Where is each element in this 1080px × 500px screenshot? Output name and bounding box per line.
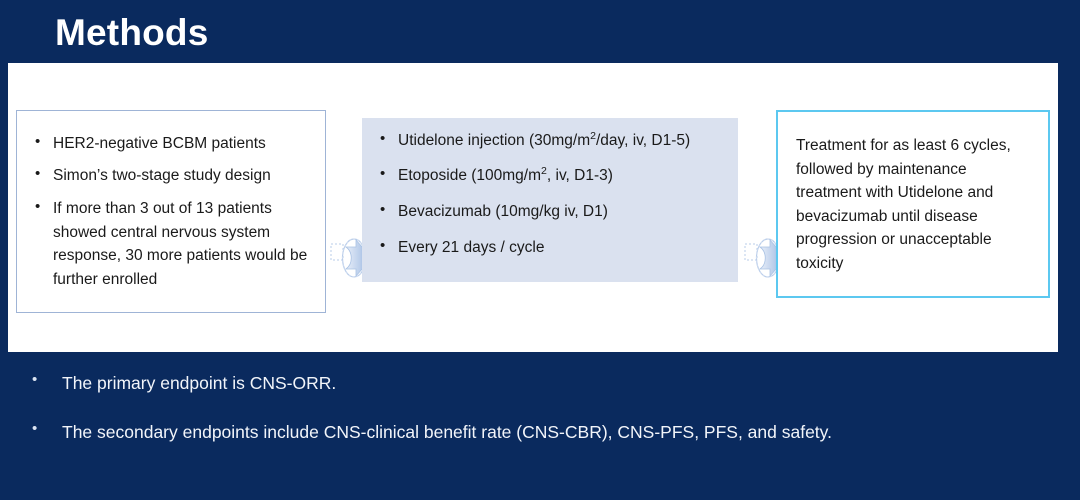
page-title: Methods [55,12,209,53]
list-item: Every 21 days / cycle [376,235,728,260]
eligibility-bullet-list: HER2-negative BCBM patients Simon’s two-… [31,131,311,291]
list-item: Simon’s two-stage study design [31,163,311,188]
list-item: The primary endpoint is CNS-ORR. [0,370,1080,395]
regimen-text-pre: Etoposide (100mg/m [398,167,542,185]
flow-box-regimen: Utidelone injection (30mg/m2/day, iv, D1… [362,118,738,282]
regimen-text-post: , iv, D1-3) [546,167,613,185]
maintenance-paragraph: Treatment for as least 6 cycles, followe… [796,137,1011,272]
list-item: If more than 3 out of 13 patients showed… [31,196,311,291]
regimen-superscript: 2 [590,129,596,142]
footer-endpoints: The primary endpoint is CNS-ORR. The sec… [0,370,1080,470]
regimen-text-pre: Bevacizumab (10mg/kg iv, D1) [398,203,608,220]
regimen-superscript: 2 [541,165,547,178]
list-item: HER2-negative BCBM patients [31,131,311,156]
list-item: Etoposide (100mg/m2, iv, D1-3) [376,163,728,188]
regimen-text-post: /day, iv, D1-5) [595,131,691,149]
list-item: The secondary endpoints include CNS-clin… [0,419,1080,444]
list-item: Bevacizumab (10mg/kg iv, D1) [376,199,728,224]
list-item: Utidelone injection (30mg/m2/day, iv, D1… [376,128,728,153]
regimen-bullet-list: Utidelone injection (30mg/m2/day, iv, D1… [376,128,728,271]
flow-box-maintenance: Treatment for as least 6 cycles, followe… [776,110,1050,298]
content-panel: HER2-negative BCBM patients Simon’s two-… [8,63,1058,352]
regimen-text-pre: Every 21 days / cycle [398,238,545,256]
flow-box-eligibility: HER2-negative BCBM patients Simon’s two-… [16,110,326,313]
regimen-text-pre: Utidelone injection (30mg/m [398,131,591,149]
